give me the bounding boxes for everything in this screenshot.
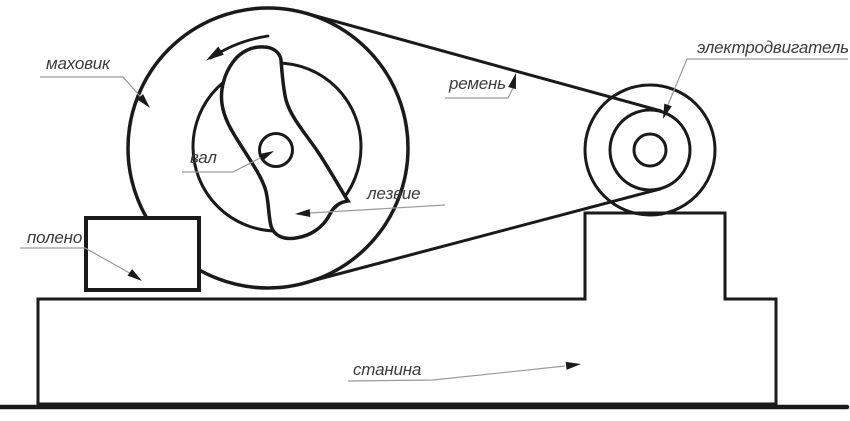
flywheel-leader-arrowhead-icon — [137, 94, 150, 108]
motor-leader-arrowhead-icon — [663, 103, 672, 119]
label-flywheel: маховик — [40, 54, 150, 108]
log-leader-line — [20, 247, 136, 277]
rotation-arrowhead-icon — [206, 46, 224, 61]
shaft-leader-arrowhead-icon — [258, 151, 274, 162]
belt-leader-line — [445, 87, 514, 99]
flywheel-rim — [126, 6, 410, 290]
label-frame: станина — [347, 360, 581, 382]
log-leader-arrowhead-icon — [127, 269, 142, 281]
belt-upper-run — [303, 11, 663, 113]
belt-lower-run — [302, 187, 662, 285]
log-block — [84, 216, 201, 292]
belt-leader-arrowhead-icon — [508, 73, 516, 90]
flywheel-group — [126, 6, 410, 290]
blade-leader-line — [309, 204, 446, 214]
shaft-label-text: вал — [190, 148, 217, 167]
label-shaft: вал — [182, 148, 274, 173]
label-blade: лезвие — [295, 184, 446, 217]
belt-label-text: ремень — [448, 74, 506, 93]
log-label-text: полено — [27, 228, 82, 247]
frame-label-text: станина — [353, 360, 421, 379]
frame-leader-line — [347, 365, 566, 382]
frame-leader-arrowhead-icon — [565, 361, 581, 370]
blade-label-text: лезвие — [366, 184, 420, 203]
drive-belt — [302, 11, 663, 285]
shaft-circle — [258, 132, 294, 168]
label-motor: электродвигатель — [663, 38, 849, 119]
flywheel-leader-line — [40, 76, 147, 104]
base-frame — [36, 211, 778, 406]
label-belt: ремень — [445, 73, 516, 99]
label-log: полено — [20, 228, 142, 281]
motor-label-text: электродвигатель — [697, 38, 849, 57]
pulley-outer — [583, 83, 717, 217]
motor-pulley-group — [583, 83, 717, 217]
flywheel-label-text: маховик — [46, 54, 111, 73]
pulley-shaft — [632, 132, 668, 168]
shaft-leader-line — [182, 154, 267, 173]
blade-leader-arrowhead-icon — [295, 209, 311, 217]
pulley-middle — [608, 108, 692, 192]
motor-leader-line — [666, 58, 848, 108]
